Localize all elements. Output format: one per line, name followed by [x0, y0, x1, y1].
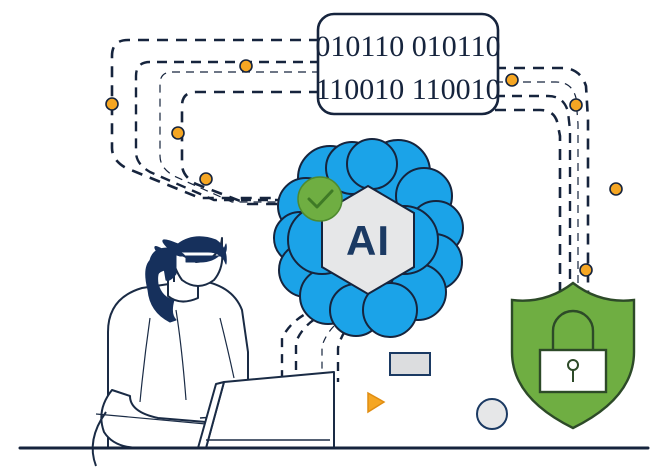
padlock-icon — [538, 309, 608, 394]
ai-brain: AI — [273, 138, 464, 338]
connection-node — [569, 98, 583, 112]
dashed-paths-left — [110, 38, 320, 206]
security-shield — [510, 281, 636, 430]
connection-node — [199, 172, 213, 186]
verified-check-badge — [297, 176, 343, 222]
connection-node — [579, 263, 593, 277]
gray-rectangle — [389, 352, 431, 376]
check-icon — [307, 189, 334, 209]
laptop — [197, 371, 335, 449]
connection-node — [105, 97, 119, 111]
connection-node — [505, 73, 519, 87]
gray-circle — [476, 398, 508, 430]
connection-node — [171, 126, 185, 140]
connection-nodes — [105, 59, 623, 277]
dashed-paths-right — [495, 66, 590, 324]
binary-data-card: 010110 010110 110010 110010 — [315, 12, 501, 116]
binary-line-2: 110010 110010 — [315, 73, 500, 106]
binary-line-1: 010110 010110 — [315, 30, 500, 63]
ai-label: AI — [346, 217, 390, 264]
connection-node — [239, 59, 253, 73]
orange-triangle — [367, 391, 386, 414]
connection-node — [609, 182, 623, 196]
